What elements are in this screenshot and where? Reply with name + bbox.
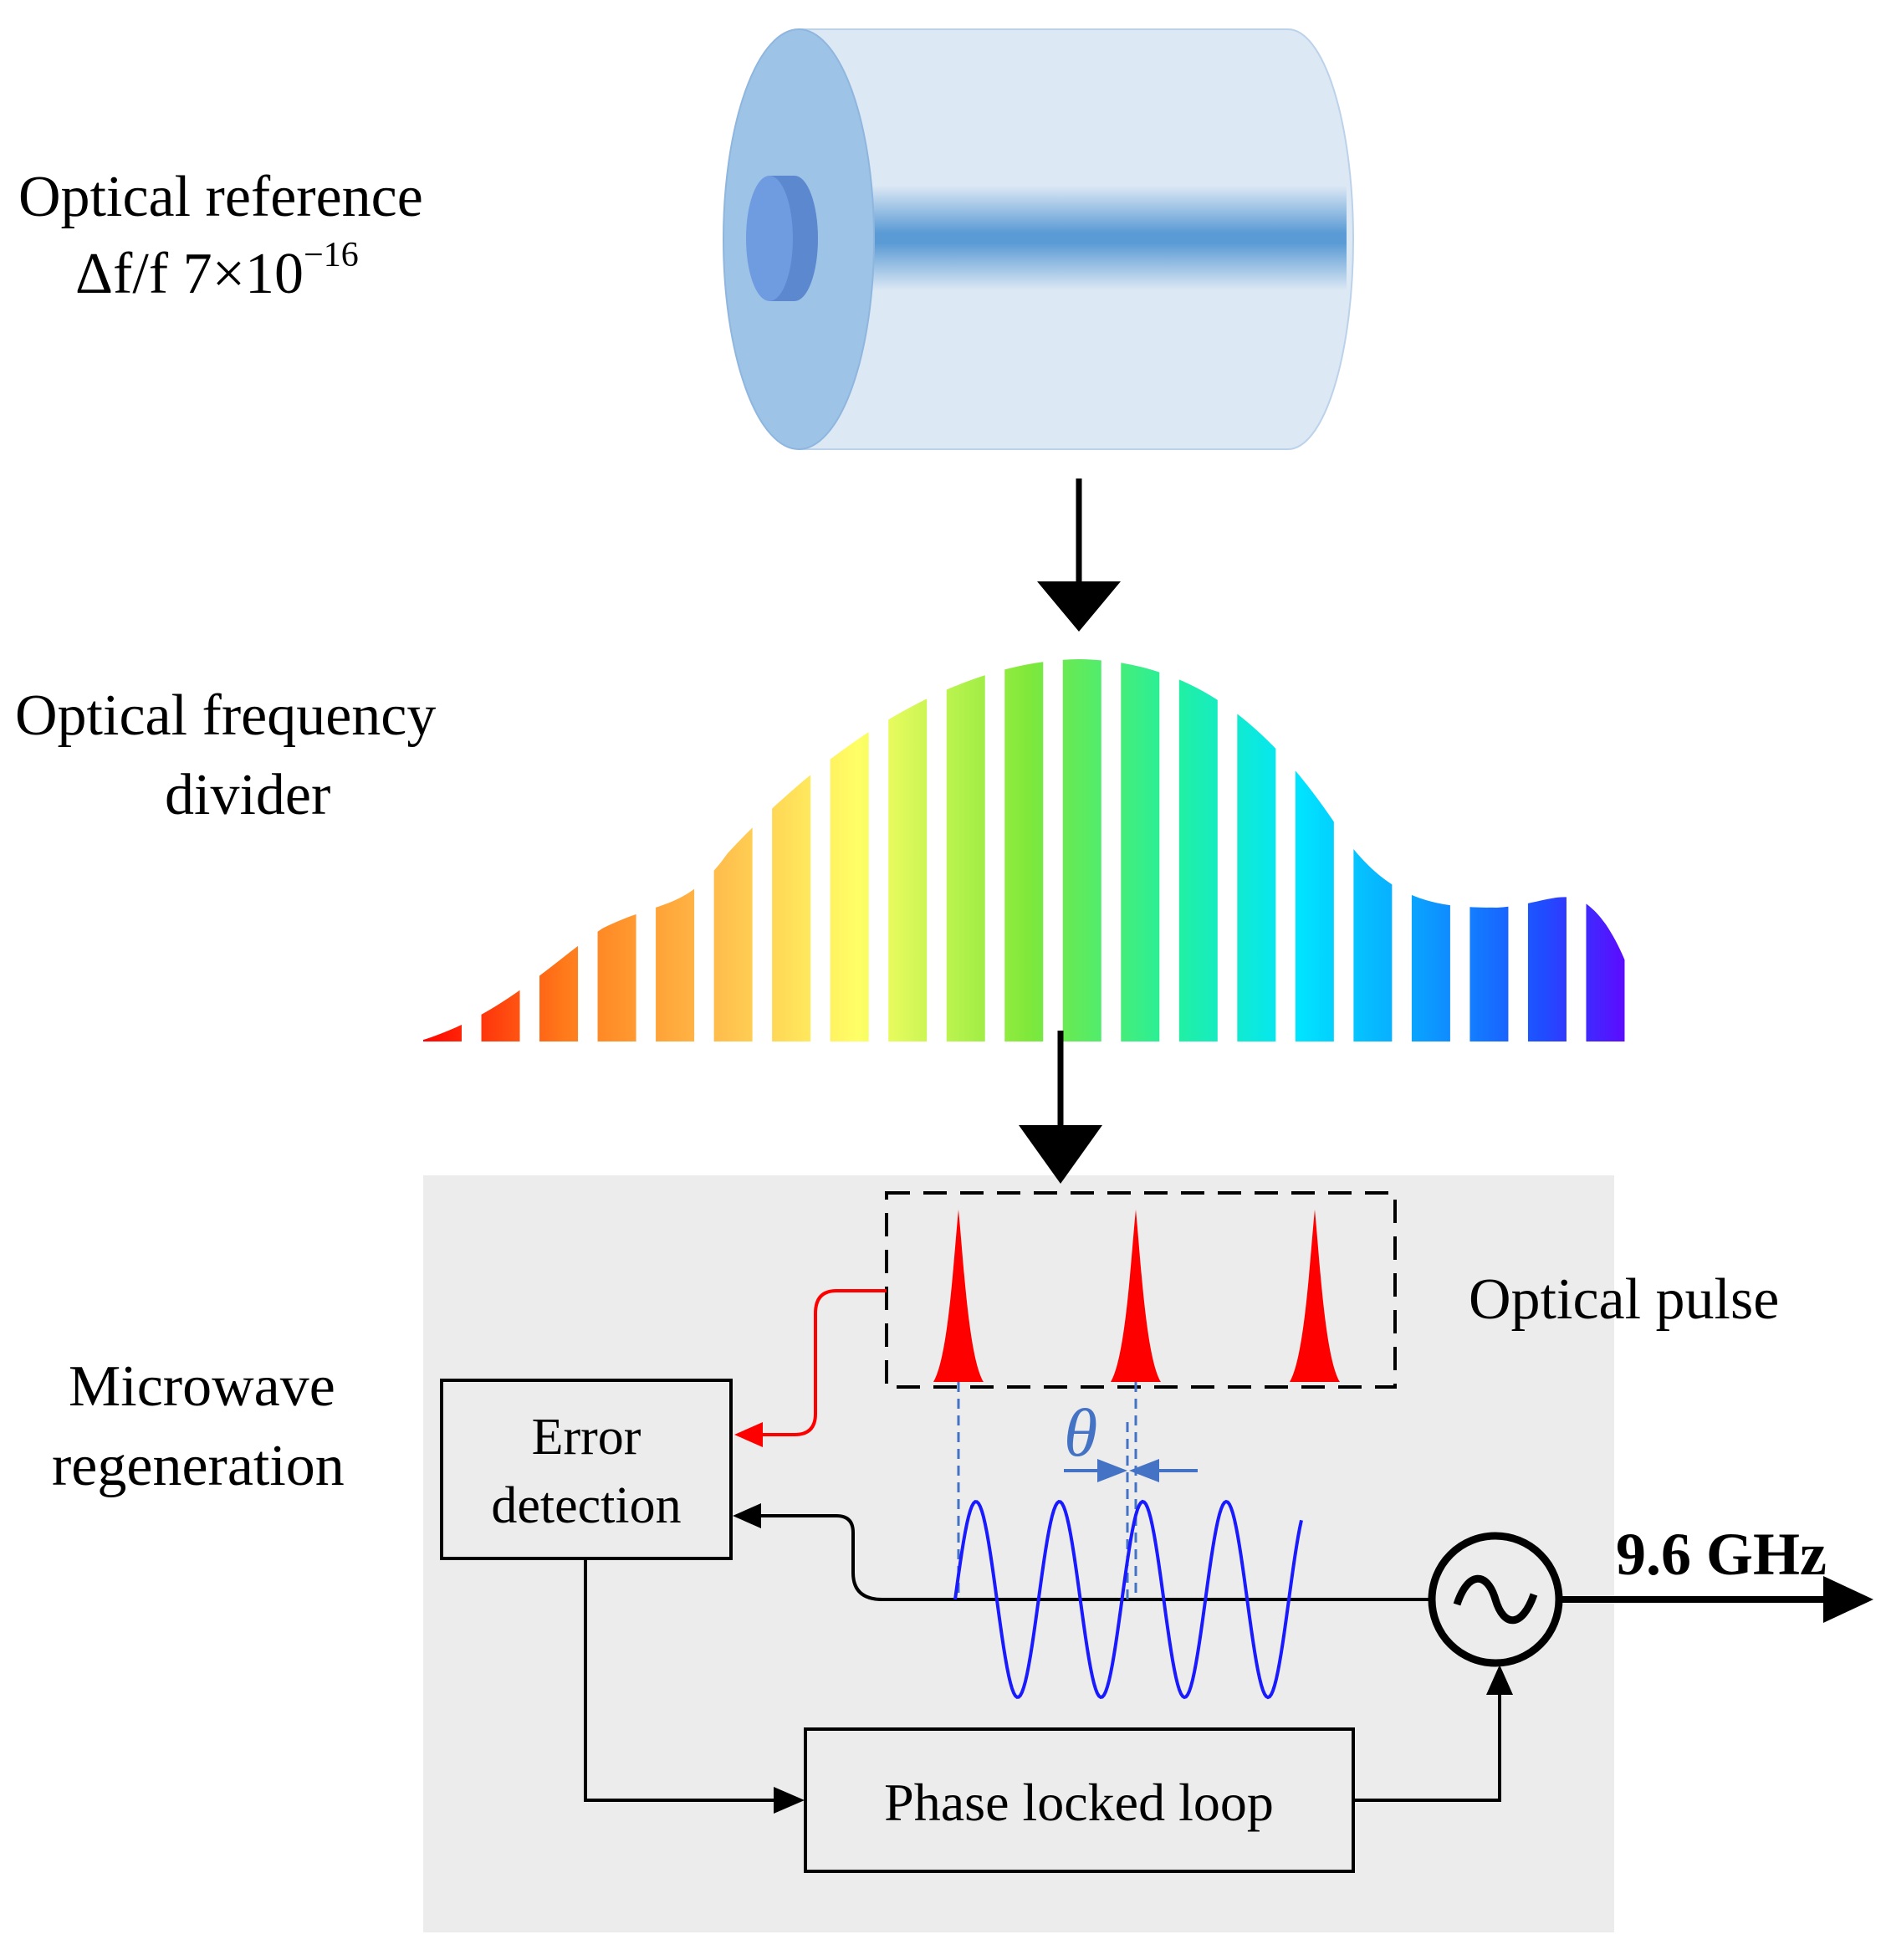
comb-line	[1121, 659, 1160, 1041]
theta-label: θ	[1064, 1395, 1097, 1471]
stability-prefix: Δf/f 7×10	[75, 242, 304, 306]
error-to-pll-line	[584, 1558, 774, 1802]
comb-line	[597, 659, 636, 1041]
comb-line	[1527, 659, 1567, 1041]
comb-line	[539, 659, 579, 1041]
optical-reference-label: Optical reference	[18, 165, 423, 229]
stability-label: Δf/f 7×10−16	[75, 236, 359, 306]
comb-line	[830, 659, 869, 1041]
error-detection-line1: Error	[532, 1409, 641, 1466]
down-arrow-icon	[1037, 478, 1121, 632]
microwave-regeneration-line2: regeneration	[52, 1434, 345, 1498]
ofd-label-line2: divider	[165, 763, 330, 827]
pulse-feedback-arrow	[757, 1289, 887, 1436]
cavity-core-beam	[836, 186, 1347, 290]
comb-line	[713, 659, 753, 1041]
comb-line	[481, 659, 520, 1041]
comb-line	[1353, 659, 1393, 1041]
output-frequency-label: 9.6 GHz	[1616, 1521, 1827, 1588]
optical-pulse	[1111, 1210, 1161, 1382]
pulse-alignment-lines	[957, 1382, 1137, 1599]
comb-line	[1469, 659, 1509, 1041]
comb-line	[1237, 659, 1276, 1041]
stability-exponent: −16	[304, 236, 359, 274]
pll-to-oscillator-line	[1353, 1694, 1501, 1802]
comb-line	[1586, 659, 1625, 1041]
microwave-sine-wave	[953, 1499, 1303, 1700]
theta-phase-marker: θ	[1064, 1395, 1198, 1482]
microwave-regeneration-line1: Microwave	[69, 1354, 335, 1419]
comb-line	[656, 659, 695, 1041]
ofd-label-line1: Optical frequency	[15, 683, 436, 748]
comb-line	[1411, 659, 1450, 1041]
optical-pulse-train	[933, 1210, 1340, 1382]
comb-line	[1004, 659, 1044, 1041]
optical-frequency-comb	[423, 659, 1625, 1041]
comb-line	[888, 659, 928, 1041]
comb-line	[1295, 659, 1334, 1041]
optical-reference-cavity	[723, 28, 1354, 450]
sine-source-icon	[1428, 1532, 1563, 1667]
microwave-panel	[423, 1175, 1614, 1932]
microwave-feedback-line	[757, 1514, 1430, 1601]
comb-line	[1178, 659, 1218, 1041]
optical-pulse-label: Optical pulse	[1469, 1267, 1779, 1332]
output-arrow	[1559, 1576, 1873, 1623]
comb-line	[772, 659, 811, 1041]
optical-pulse	[1290, 1210, 1340, 1382]
phase-locked-loop-label: Phase locked loop	[884, 1773, 1274, 1832]
comb-line	[946, 659, 985, 1041]
comb-line	[1062, 659, 1101, 1041]
down-arrow-icon	[1019, 1031, 1102, 1184]
error-detection-line2: detection	[491, 1477, 681, 1534]
optical-pulse	[933, 1210, 984, 1382]
